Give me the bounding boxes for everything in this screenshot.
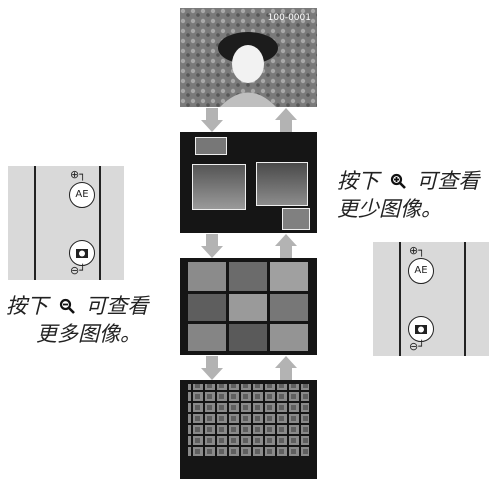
- zoom-in-marker: ⊕┐: [70, 168, 86, 181]
- zoom-in-marker: ⊕┐: [409, 244, 425, 257]
- zoom-out-marker: ⊖┘: [409, 340, 425, 353]
- up-arrow-icon: [275, 356, 297, 380]
- caption-more-images: 按下 可查看: [6, 292, 148, 320]
- frame-counter: 100-0001: [267, 13, 311, 23]
- caption-view: 可查看: [416, 169, 480, 193]
- zoom-in-icon: [390, 173, 406, 189]
- caption-fewer-images: 按下 可查看: [337, 167, 479, 195]
- caption-more-images-line2: 更多图像。: [36, 322, 141, 346]
- down-arrow-icon: [201, 356, 223, 380]
- thumbnail: [192, 164, 246, 210]
- caption-view: 可查看: [85, 294, 149, 318]
- zoom-control-left: ⊕┐ AE ⊖┘: [8, 166, 124, 280]
- nine-frame-screen: [180, 258, 317, 355]
- playback-icon: [415, 325, 427, 334]
- portrait-photo: [180, 8, 317, 107]
- caption-fewer-images-line2: 更少图像。: [337, 197, 442, 221]
- zoom-out-icon: [59, 298, 75, 314]
- playback-icon: [76, 249, 88, 258]
- zoom-control-right: ⊕┐ AE ⊖┘: [373, 242, 489, 356]
- up-arrow-icon: [275, 234, 297, 258]
- down-arrow-icon: [201, 108, 223, 132]
- up-arrow-icon: [275, 108, 297, 132]
- thumbnail-grid: [188, 262, 308, 351]
- single-frame-screen: 100-0001: [180, 8, 317, 107]
- two-frame-screen: [180, 132, 317, 233]
- thumbnail: [256, 162, 308, 206]
- zoom-out-marker: ⊖┘: [70, 264, 86, 277]
- hundred-frame-screen: [180, 380, 317, 479]
- thumbnail-grid: [188, 384, 309, 458]
- caption-press: 按下: [337, 169, 379, 193]
- thumbnail: [195, 137, 227, 155]
- down-arrow-icon: [201, 234, 223, 258]
- ae-button[interactable]: AE: [69, 182, 95, 208]
- thumbnail: [282, 208, 310, 230]
- caption-press: 按下: [6, 294, 48, 318]
- playback-button[interactable]: [69, 240, 95, 266]
- playback-button[interactable]: [408, 316, 434, 342]
- ae-button[interactable]: AE: [408, 258, 434, 284]
